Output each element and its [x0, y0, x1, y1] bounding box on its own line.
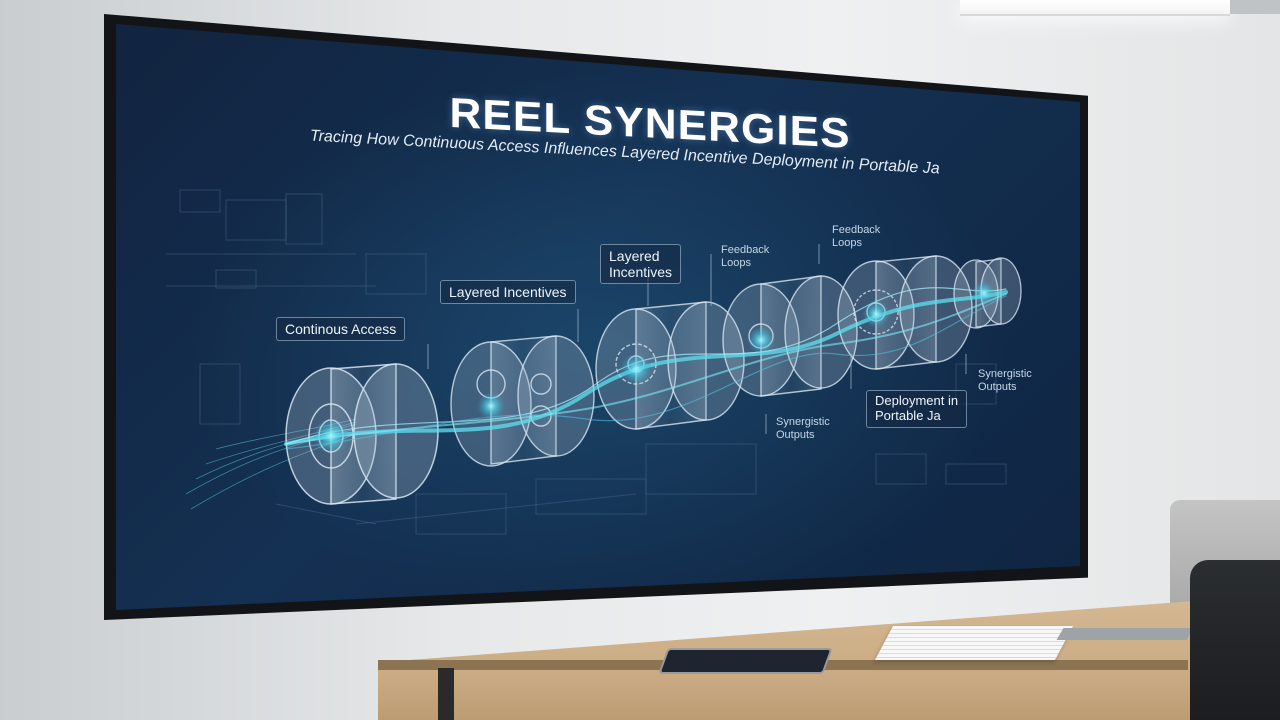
note-synergistic-outputs-1: Synergistic Outputs: [776, 416, 830, 442]
label-deployment-portable-ja: Deployment in Portable Ja: [866, 390, 968, 428]
label-line: Layered: [609, 248, 660, 264]
label-continous-access: Continous Access: [276, 317, 406, 342]
label-line: Deployment in: [875, 393, 959, 408]
note-line: Outputs: [978, 381, 1017, 394]
note-line: Loops: [721, 257, 751, 270]
note-line: Synergistic: [776, 416, 830, 428]
energy-stream: [284, 287, 1008, 450]
note-line: Synergistic: [978, 368, 1032, 380]
label-line: Portable Ja: [875, 407, 941, 423]
note-line: Outputs: [776, 429, 815, 442]
label-layered-incentives-1: Layered Incentives: [440, 280, 576, 305]
paper-stack: [874, 626, 1074, 660]
reel-5: [837, 255, 973, 370]
wall-display-screen: REEL SYNERGIES Tracing How Continuous Ac…: [116, 24, 1080, 610]
note-synergistic-outputs-2: Synergistic Outputs: [978, 368, 1032, 394]
folder: [1056, 628, 1194, 640]
glow-points: [313, 281, 996, 454]
ceiling-edge: [1230, 0, 1280, 14]
note-line: Feedback: [832, 224, 881, 236]
note-line: Loops: [832, 237, 862, 250]
tablet-device: [658, 648, 833, 674]
ceiling-light: [960, 0, 1230, 16]
label-layered-incentives-2: Layered Incentives: [600, 244, 682, 285]
office-chair: [1190, 560, 1280, 720]
background-circuitry: [166, 189, 1007, 535]
label-line: Incentives: [609, 264, 673, 281]
note-feedback-loops-2: Feedback Loops: [832, 224, 880, 250]
note-line: Feedback: [721, 244, 770, 256]
reel-diagram-graphic: [166, 189, 1022, 535]
table-leg: [438, 668, 454, 720]
note-feedback-loops-1: Feedback Loops: [721, 244, 769, 270]
